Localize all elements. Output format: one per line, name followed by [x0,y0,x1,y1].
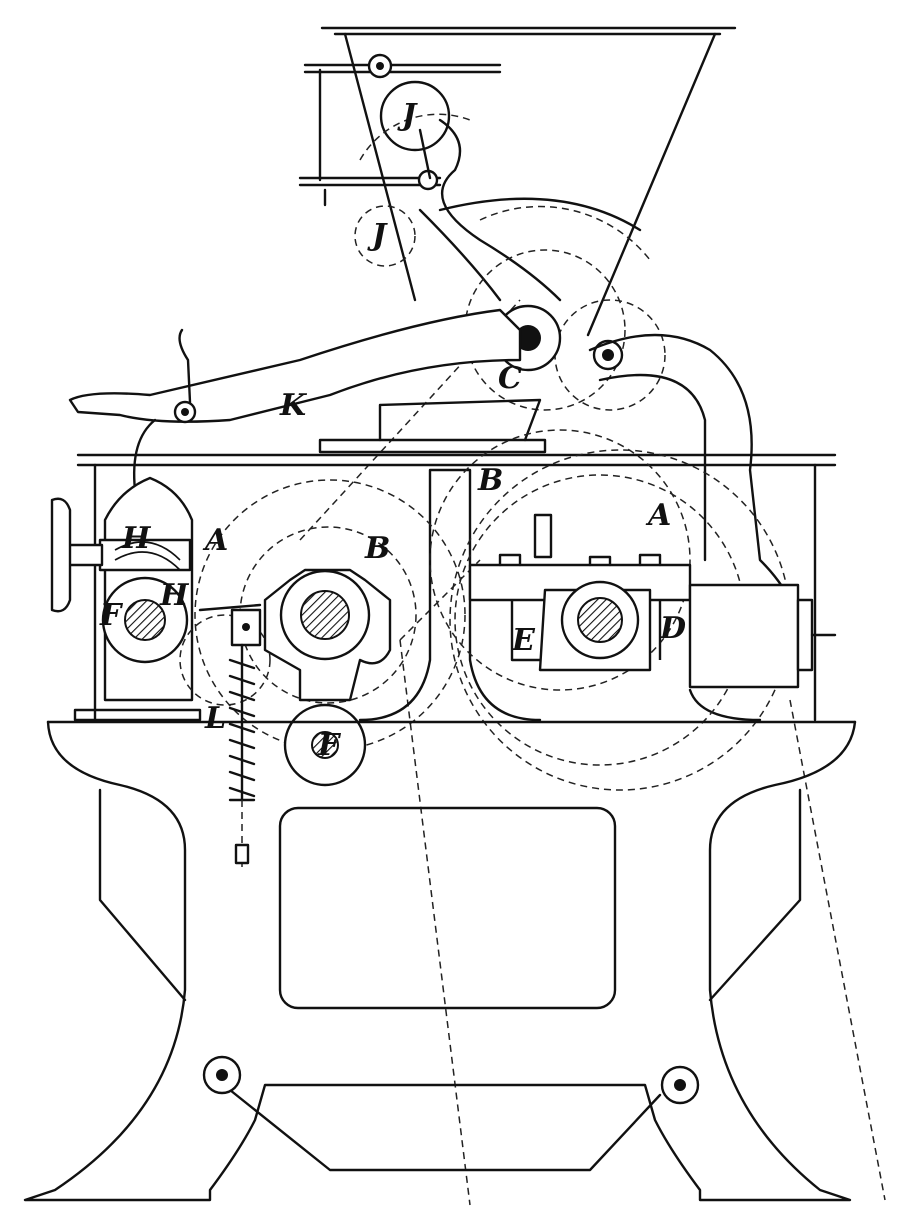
label-d: D [659,611,686,646]
weight-j-lower [354,205,416,267]
spring-l [228,643,256,870]
dashed-guides [299,299,886,1206]
table-top [76,398,837,467]
left-housing [50,476,194,702]
label-l: L [204,701,226,736]
label-b-top: B [477,463,503,498]
label-h-upper: H [121,521,152,556]
base-stand [23,720,857,1202]
label-b-left: B [364,531,390,566]
label-c: C [498,361,522,396]
label-k: K [279,388,308,423]
label-e: E [511,623,536,658]
hopper [320,26,737,337]
label-a-right: A [645,498,671,533]
label-f-left: F [99,598,124,633]
label-j-upper: J [397,98,418,133]
right-gear-train [429,429,837,791]
roll-f-lower [283,703,367,787]
frame-body [73,463,817,722]
weight-j-upper [379,80,451,152]
feed-roll-c [464,205,792,602]
feed-linkage [298,53,562,302]
label-h-lower: H [159,578,190,613]
label-f-lower: F [317,728,342,763]
left-gear-train [179,479,466,751]
label-a-left: A [202,523,228,558]
label-j-lower: J [367,218,388,253]
lever-k [68,308,522,492]
